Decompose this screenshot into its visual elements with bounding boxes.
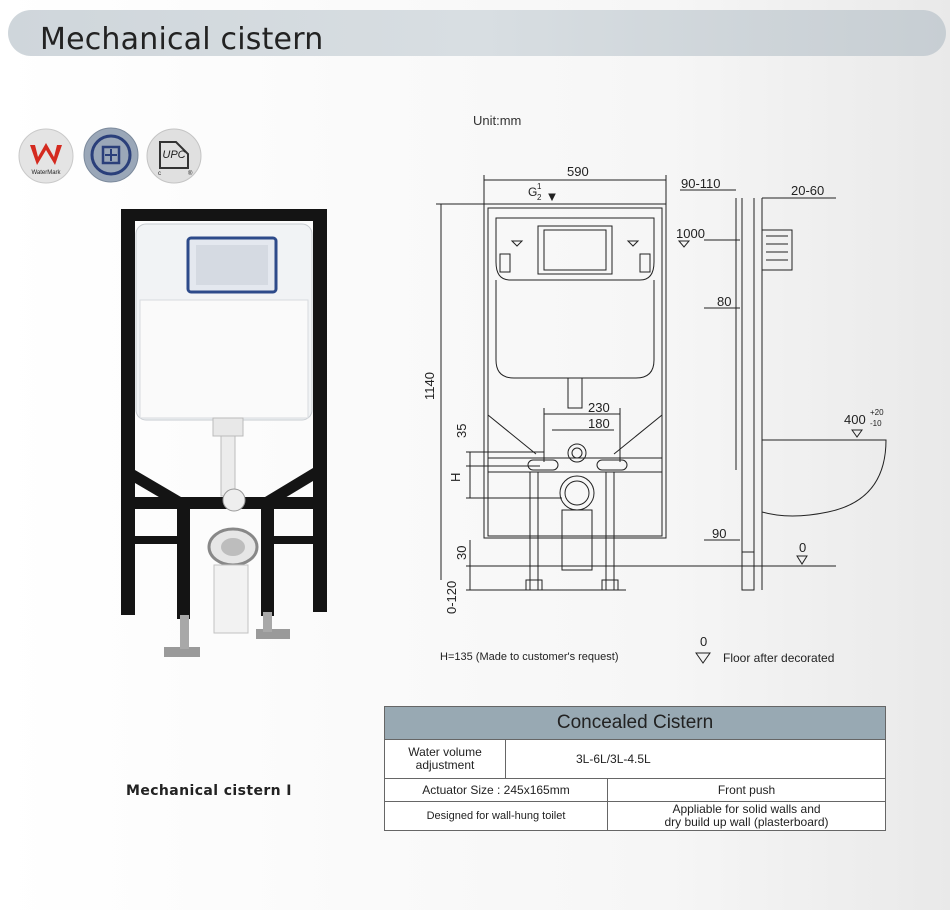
- bowl-minus: -10: [870, 419, 882, 428]
- dim-width: 590: [567, 164, 589, 179]
- dim-front-range: 90-110: [681, 176, 721, 191]
- dim-35: 35: [454, 424, 469, 438]
- designed-for: Designed for wall-hung toilet: [384, 801, 608, 831]
- bowl-400: 400: [844, 412, 866, 427]
- watermark-badge-icon: WaterMark: [18, 128, 74, 184]
- note-h-value: H=135 (Made to customer's request): [440, 651, 619, 663]
- dim-230: 230: [588, 400, 610, 415]
- floor-triangle-icon: [695, 652, 711, 664]
- seal-badge-icon: [83, 127, 139, 183]
- dim-90: 90: [712, 526, 726, 541]
- watermark-label: WaterMark: [31, 170, 61, 176]
- dim-0-120: 0-120: [444, 581, 459, 614]
- dim-30: 30: [454, 546, 469, 560]
- dim-1000: 1000: [676, 226, 705, 241]
- dim-80: 80: [717, 294, 731, 309]
- bowl-plus: +20: [870, 408, 884, 417]
- level-0: 0: [799, 540, 806, 555]
- dim-180: 180: [588, 416, 610, 431]
- wall-applicability: Appliable for solid walls and dry build …: [607, 801, 886, 831]
- dim-side-range: 20-60: [791, 183, 824, 198]
- upc-label: UPC: [162, 149, 185, 161]
- actuator-type: Front push: [607, 778, 886, 802]
- actuator-size: Actuator Size : 245x165mm: [384, 778, 608, 802]
- dim-1140: 1140: [422, 372, 437, 400]
- floor-zero-label: 0: [700, 634, 708, 649]
- dim-thread-den: 2: [537, 193, 542, 202]
- upc-badge-icon: UPC c ®: [146, 128, 202, 184]
- note-floor: Floor after decorated: [723, 651, 835, 665]
- svg-text:®: ®: [188, 170, 193, 177]
- photo-caption: Mechanical cistern I: [126, 783, 292, 799]
- water-volume-label: Water volume adjustment: [384, 739, 506, 779]
- dim-H: H: [448, 473, 463, 482]
- spec-table: Concealed Cistern Water volume adjustmen…: [384, 706, 886, 831]
- header-bar: Mechanical cistern: [8, 10, 946, 57]
- dim-thread-num: 1: [537, 182, 542, 191]
- page-title: Mechanical cistern: [40, 22, 324, 57]
- dim-thread: G: [528, 185, 537, 199]
- svg-text:c: c: [158, 171, 161, 177]
- unit-label: Unit:mm: [473, 113, 522, 128]
- spec-table-title: Concealed Cistern: [384, 706, 886, 740]
- water-volume-value: 3L-6L/3L-4.5L: [505, 739, 886, 779]
